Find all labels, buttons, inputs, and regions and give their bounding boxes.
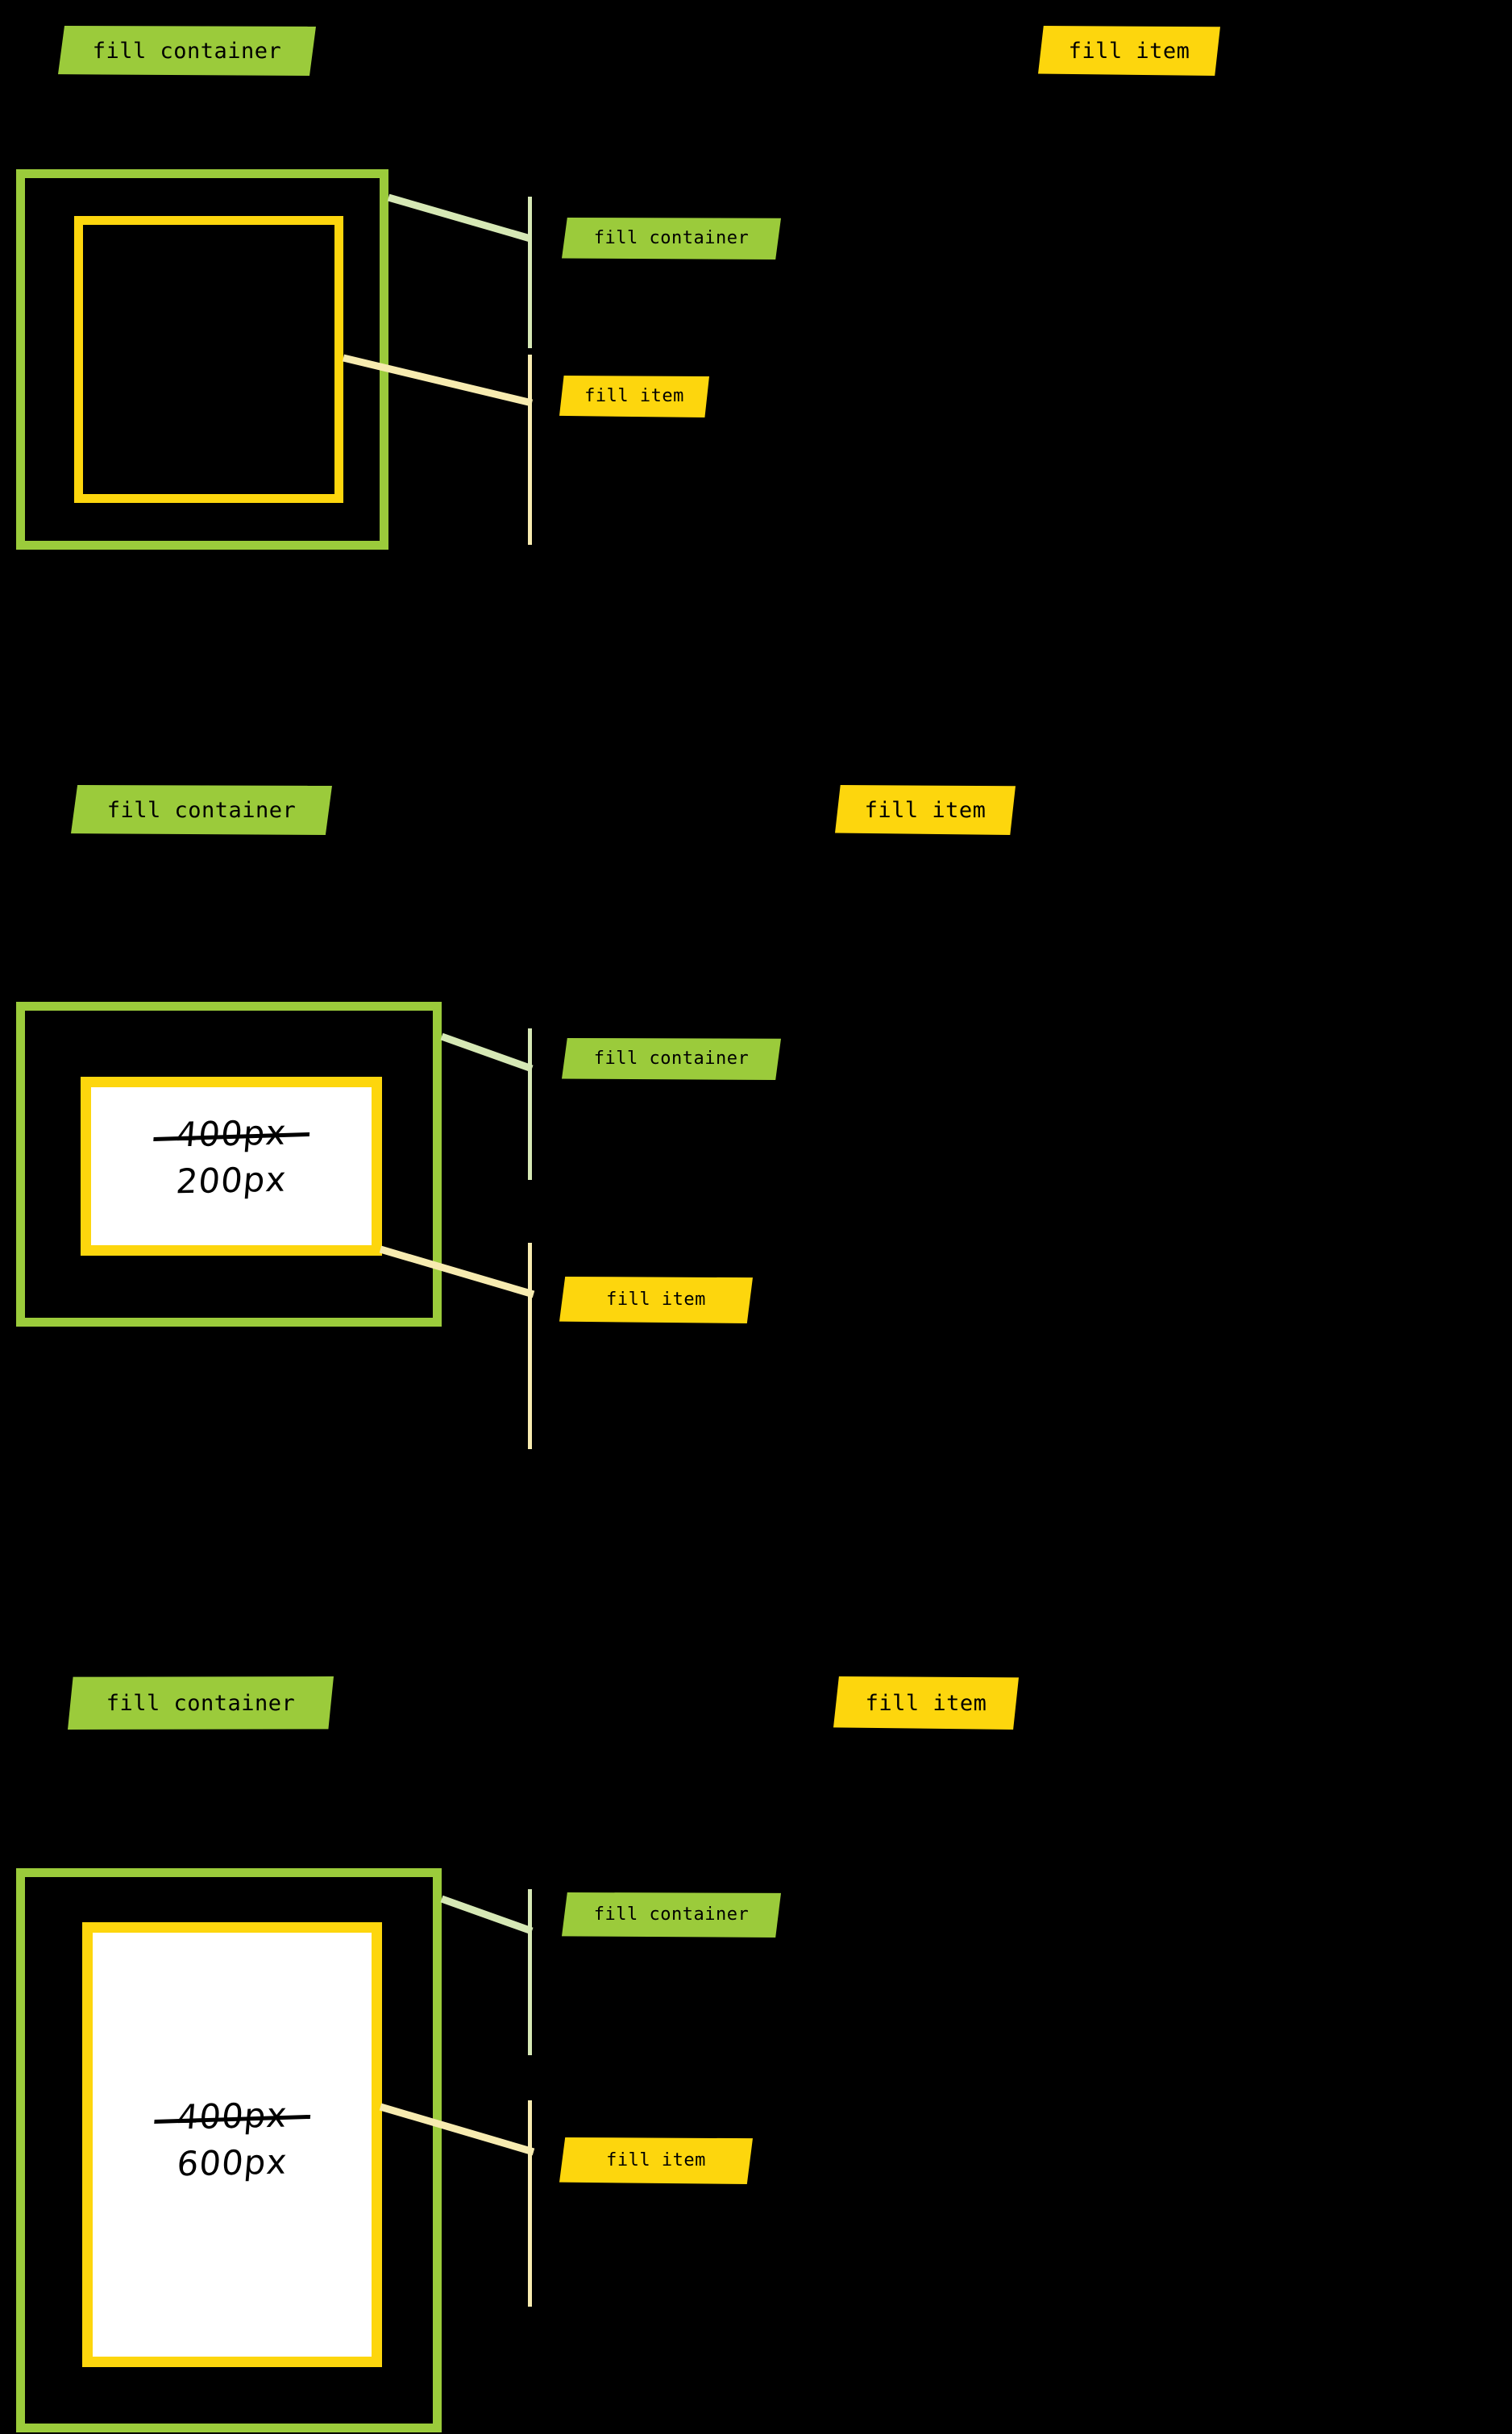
chip-label: fill item (584, 386, 684, 406)
chip-background (68, 1676, 334, 1730)
section-1-callout-fill-container: fill container (562, 218, 781, 260)
section-2-header-fill-container: fill container (71, 785, 332, 835)
chip-label: fill container (106, 797, 297, 823)
section-1-container-leader (387, 193, 534, 250)
section-3-header-fill-item: fill item (833, 1676, 1019, 1730)
section-3-size-annotation: 400px 600px (93, 2095, 372, 2184)
chip-label: fill item (865, 1690, 987, 1716)
section-1-item-box (74, 216, 343, 503)
chip-background (1038, 26, 1220, 76)
section-2-header-fill-item: fill item (835, 785, 1016, 835)
size-struck-line: 400px (89, 1112, 373, 1155)
chip-label: fill container (593, 1049, 750, 1069)
chip-label: fill container (593, 1904, 750, 1925)
section-3-item-box: 400px 600px (82, 1922, 382, 2367)
size-current-value: 200px (174, 1159, 289, 1202)
section-3-callout-fill-container: fill container (562, 1892, 781, 1938)
chip-label: fill container (593, 228, 750, 248)
section-1-container-tick (528, 197, 532, 348)
chip-background (559, 1277, 753, 1323)
section-2-container-box (16, 1002, 442, 1327)
chip-label: fill container (92, 38, 282, 64)
chip-background (833, 1676, 1019, 1730)
section-1-header-fill-item: fill item (1038, 26, 1220, 76)
chip-label: fill item (606, 2150, 706, 2170)
struck-value: 400px (175, 2095, 289, 2137)
size-struck-line: 400px (91, 2095, 373, 2137)
chip-label: fill item (864, 797, 987, 823)
chip-background (559, 2137, 753, 2184)
size-current-value: 600px (175, 2141, 289, 2184)
section-2-container-leader (440, 1032, 535, 1080)
section-2-size-annotation: 400px 200px (89, 1112, 373, 1202)
section-2-callout-fill-item: fill item (559, 1277, 753, 1323)
section-1-header-fill-container: fill container (58, 26, 316, 76)
chip-background (562, 218, 781, 260)
section-3-item-tick (528, 2100, 532, 2307)
section-2-item-tick (528, 1243, 532, 1449)
section-3-container-leader (440, 1895, 535, 1942)
chip-label: fill item (1068, 38, 1190, 64)
struck-value: 400px (174, 1112, 289, 1155)
section-1-item-tick (528, 355, 532, 545)
section-1-callout-fill-item: fill item (559, 376, 709, 417)
section-3-callout-fill-item: fill item (559, 2137, 753, 2184)
chip-background (71, 785, 332, 835)
section-3-container-tick (528, 1889, 532, 2055)
chip-background (562, 1038, 781, 1080)
section-2-container-tick (528, 1028, 532, 1180)
section-3-header-fill-container: fill container (68, 1676, 334, 1730)
chip-background (835, 785, 1016, 835)
section-2-callout-fill-container: fill container (562, 1038, 781, 1080)
section-2-item-box: 400px 200px (81, 1077, 382, 1256)
chip-background (559, 376, 709, 417)
chip-background (58, 26, 316, 76)
chip-label: fill item (606, 1290, 706, 1310)
chip-label: fill container (106, 1690, 296, 1716)
chip-background (562, 1892, 781, 1938)
